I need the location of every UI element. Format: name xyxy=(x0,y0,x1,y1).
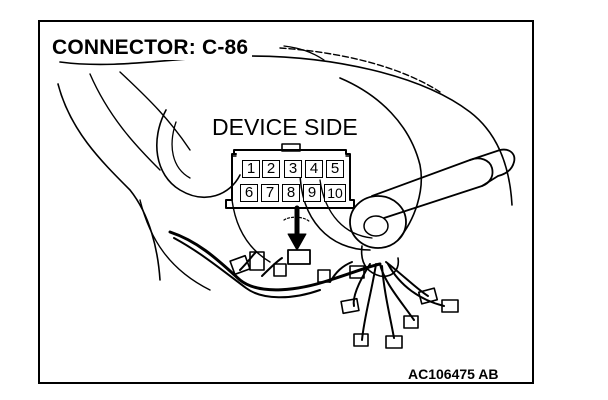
panel-curve xyxy=(156,109,241,199)
figure-code: AC106475 AB xyxy=(406,366,501,382)
harness-main xyxy=(168,230,382,292)
device-side-label: DEVICE SIDE xyxy=(208,114,362,141)
target-connector xyxy=(287,249,311,265)
switch-knob xyxy=(363,215,389,237)
harness-drop-4 xyxy=(379,263,415,321)
harness-branch-2 xyxy=(239,251,257,271)
view-arrow-head xyxy=(287,233,307,251)
switch-lever xyxy=(371,157,494,219)
dashboard-inner-outline xyxy=(279,47,441,93)
connector-pin-3: 3 xyxy=(284,160,302,178)
switch-lever-tip xyxy=(469,148,516,187)
column-housing-3 xyxy=(319,179,373,239)
harness-drop-6 xyxy=(385,261,429,297)
harness-branch-4 xyxy=(329,261,353,283)
dashboard-left-curve-3 xyxy=(119,71,191,151)
harness-branch-3 xyxy=(261,257,283,277)
connector-pin-4: 4 xyxy=(305,160,323,178)
harness-connector-10 xyxy=(417,287,439,305)
dashboard-left-curve xyxy=(57,83,161,281)
switch-base xyxy=(360,245,400,278)
dashboard-outline xyxy=(59,55,513,206)
view-arrow-hatch xyxy=(283,216,311,223)
lower-cover-line xyxy=(139,199,211,291)
harness-connector-7 xyxy=(353,333,369,347)
connector-pin-7: 7 xyxy=(261,184,279,202)
harness-connector-8 xyxy=(385,335,403,349)
title-leader xyxy=(283,45,325,61)
harness-connector-4 xyxy=(317,269,331,283)
harness-connector-6 xyxy=(340,297,360,315)
harness-connector-11 xyxy=(441,299,459,313)
connector-title: CONNECTOR: C-86 xyxy=(50,36,253,60)
connector-pin-8: 8 xyxy=(282,184,300,202)
connector-pin-2: 2 xyxy=(262,160,280,178)
column-housing-2 xyxy=(299,169,371,251)
connector-pin-10: 10 xyxy=(324,184,346,202)
harness-connector-5 xyxy=(349,265,365,279)
connector-pin-5: 5 xyxy=(326,160,344,178)
connector-lock-tab xyxy=(281,143,301,152)
switch-body xyxy=(349,195,407,249)
diagram-frame xyxy=(38,20,534,384)
harness-connector-3 xyxy=(273,263,287,277)
connector-pin-1: 1 xyxy=(242,160,260,178)
panel-curve-2 xyxy=(171,121,191,179)
column-housing xyxy=(339,77,423,241)
harness-drop-3 xyxy=(387,263,445,307)
connector-pin-6: 6 xyxy=(240,184,258,202)
harness-branch-1 xyxy=(173,237,321,299)
harness-connector-2 xyxy=(249,251,265,271)
harness-connector-9 xyxy=(403,315,419,329)
harness-connector-1 xyxy=(229,254,251,276)
connector-pin-9: 9 xyxy=(303,184,321,202)
connector-face-outline xyxy=(225,149,355,209)
dashboard-left-curve-2 xyxy=(89,73,161,171)
harness-drop-5 xyxy=(352,263,371,307)
